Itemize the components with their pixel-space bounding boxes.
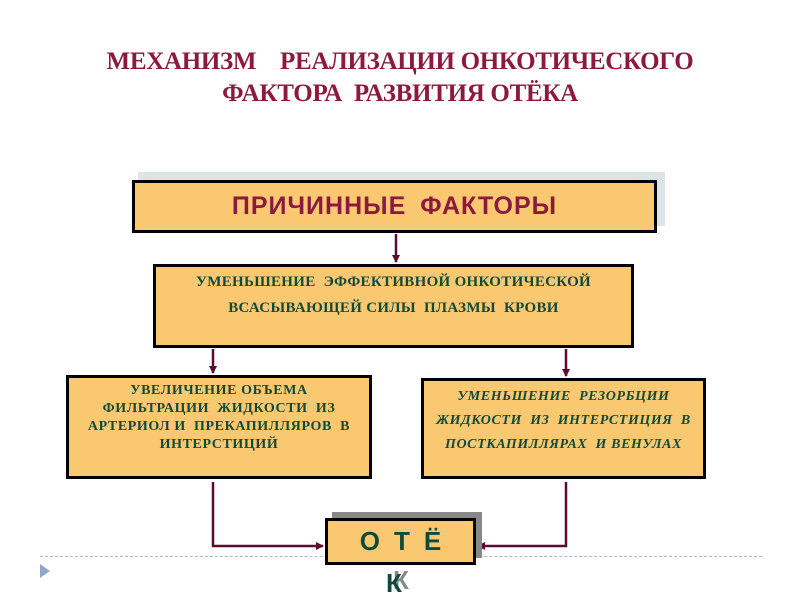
slide-title-line-1: МЕХАНИЗМ РЕАЛИЗАЦИИ ОНКОТИЧЕСКОГО bbox=[106, 48, 694, 75]
node-reduction: УМЕНЬШЕНИЕ ЭФФЕКТИВНОЙ ОНКОТИЧЕСКОЙ ВСАС… bbox=[153, 264, 634, 348]
node-causes-label: ПРИЧИННЫЕ ФАКТОРЫ bbox=[231, 192, 558, 220]
edge-filtration-to-edema bbox=[211, 482, 324, 550]
node-edema-label: ОТЁ bbox=[359, 526, 456, 556]
node-filtration-line-2: ФИЛЬТРАЦИИ ЖИДКОСТИ ИЗ bbox=[102, 401, 336, 416]
slide-title: МЕХАНИЗМ РЕАЛИЗАЦИИ ОНКОТИЧЕСКОГО ФАКТОР… bbox=[0, 46, 800, 110]
node-filtration: УВЕЛИЧЕНИЕ ОБЪЕМА ФИЛЬТРАЦИИ ЖИДКОСТИ ИЗ… bbox=[66, 375, 372, 479]
node-resorption: УМЕНЬШЕНИЕ РЕЗОРБЦИИ ЖИДКОСТИ ИЗ ИНТЕРСТ… bbox=[421, 378, 706, 479]
node-resorption-line-1: УМЕНЬШЕНИЕ РЕЗОРБЦИИ bbox=[457, 389, 670, 404]
node-edema-overflow-letter: К bbox=[386, 568, 402, 598]
node-resorption-line-2: ЖИДКОСТИ ИЗ ИНТЕРСТИЦИЯ В bbox=[436, 413, 691, 428]
node-causes: ПРИЧИННЫЕ ФАКТОРЫ bbox=[132, 180, 657, 233]
node-filtration-line-3: АРТЕРИОЛ И ПРЕКАПИЛЛЯРОВ В bbox=[87, 419, 351, 434]
node-reduction-line-1: УМЕНЬШЕНИЕ ЭФФЕКТИВНОЙ ОНКОТИЧЕСКОЙ bbox=[195, 274, 592, 290]
edge-resorption-to-edema bbox=[477, 482, 568, 550]
node-reduction-line-2: ВСАСЫВАЮЩЕЙ СИЛЫ ПЛАЗМЫ КРОВИ bbox=[228, 300, 559, 316]
node-filtration-line-4: ИНТЕРСТИЦИЙ bbox=[159, 437, 279, 452]
slide-title-line-2: ФАКТОРА РАЗВИТИЯ ОТЁКА bbox=[222, 80, 578, 107]
node-edema: ОТЁ bbox=[325, 518, 476, 565]
node-filtration-line-1: УВЕЛИЧЕНИЕ ОБЪЕМА bbox=[130, 383, 308, 398]
node-resorption-line-3: ПОСТКАПИЛЛЯРАХ И ВЕНУЛАХ bbox=[444, 437, 683, 452]
node-edema-overflow-shadow: К bbox=[393, 565, 409, 595]
next-slide-arrow-icon[interactable] bbox=[40, 564, 50, 578]
